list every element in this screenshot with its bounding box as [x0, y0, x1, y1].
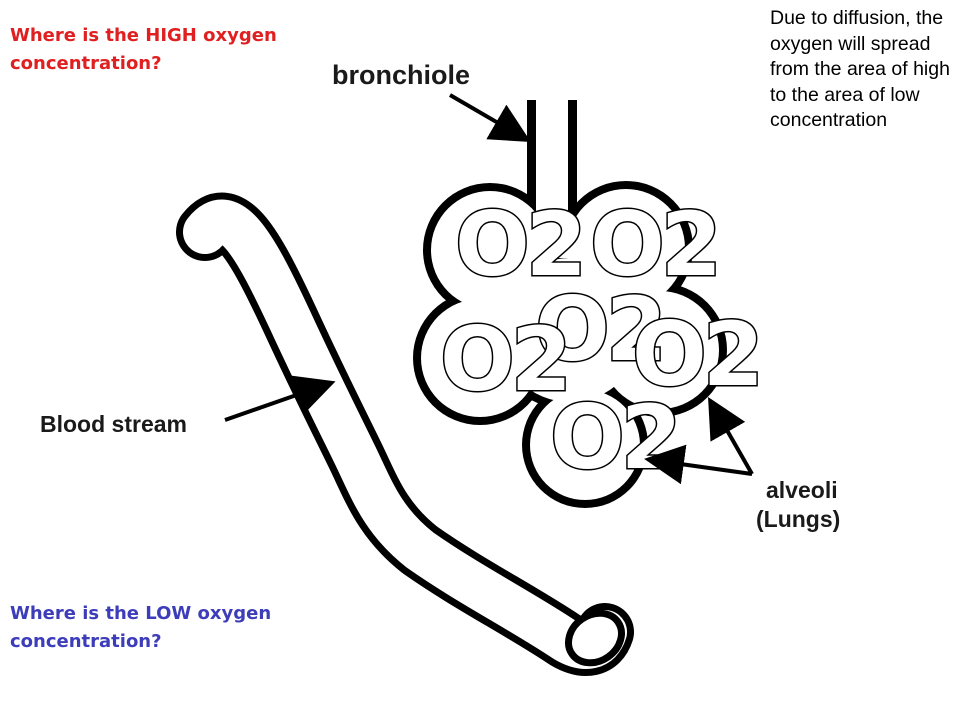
- o2-molecule: O2: [632, 303, 760, 406]
- bronchiole-arrow: [448, 93, 531, 143]
- o2-molecule: O2: [440, 308, 568, 411]
- oxygen-molecules: O2 O2 O2 O2 O2 O2: [439, 192, 766, 491]
- lungs-label: (Lungs): [756, 506, 840, 532]
- high-oxygen-question: Where is the HIGH oxygen concentration?: [10, 25, 277, 74]
- o2-molecule: O2: [550, 386, 678, 489]
- alveoli-arrow-lower: [644, 444, 753, 485]
- o2-molecule: O2: [590, 193, 718, 296]
- alveoli-arrow-upper: [708, 397, 754, 475]
- blood-vessel: [176, 192, 634, 676]
- o2-molecule: O2: [535, 278, 663, 381]
- alveoli-cluster: [413, 100, 727, 508]
- low-oxygen-question: Where is the LOW oxygen concentration?: [10, 603, 272, 652]
- blood-stream-arrow: [224, 375, 336, 422]
- diffusion-note: Due to diffusion, the oxygen will spread…: [770, 7, 950, 131]
- pointer-arrows: [224, 93, 754, 485]
- alveoli-label: alveoli: [766, 477, 838, 503]
- bronchiole-label: bronchiole: [332, 60, 470, 90]
- o2-molecule: O2: [455, 193, 583, 296]
- blood-stream-label: Blood stream: [40, 411, 187, 437]
